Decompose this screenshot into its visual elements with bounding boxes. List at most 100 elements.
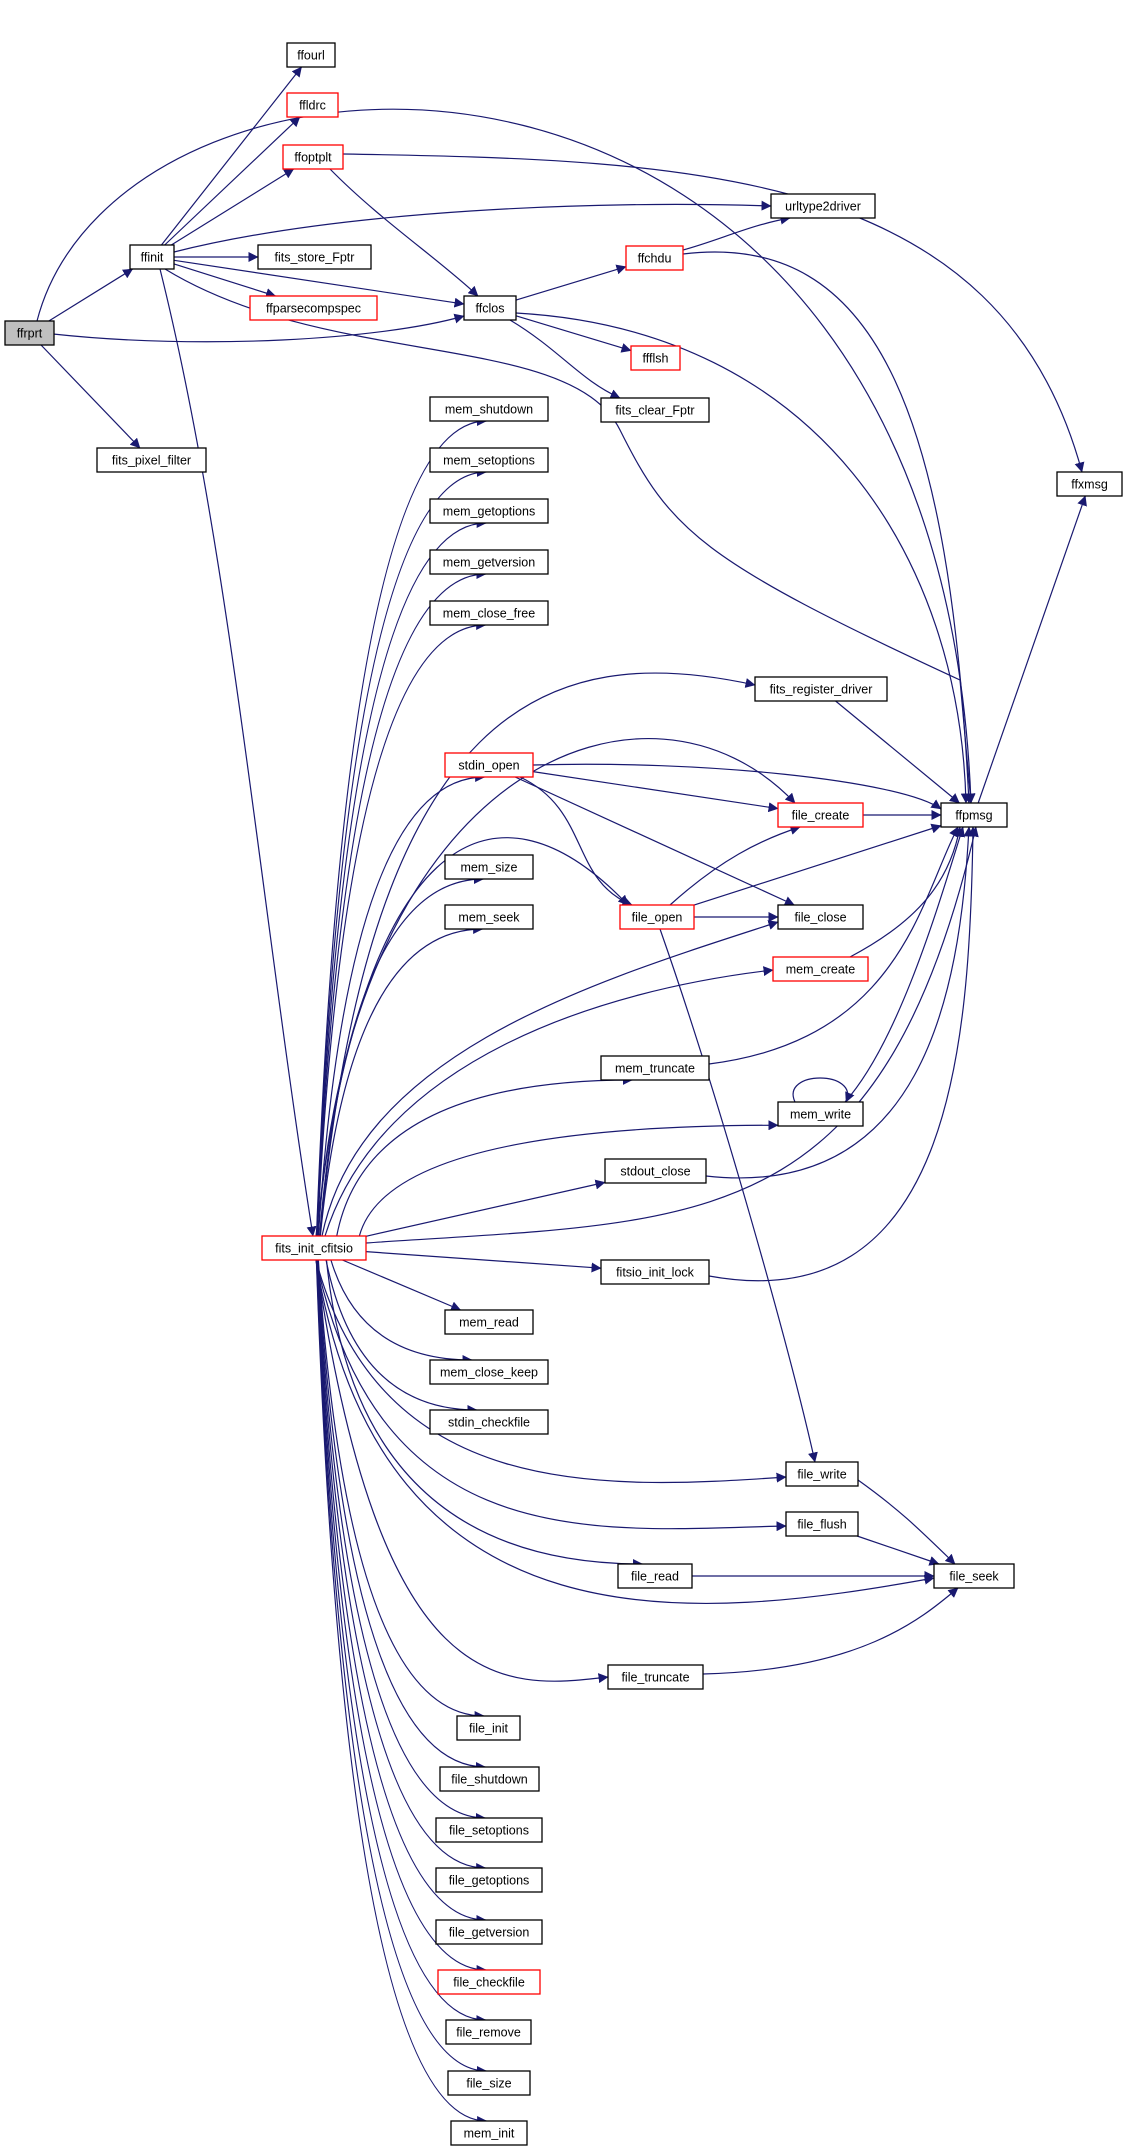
node-box[interactable]	[429, 396, 549, 422]
node-file_create[interactable]: file_create	[777, 802, 864, 828]
node-ffoptplt[interactable]: ffoptplt	[282, 144, 344, 170]
node-fits_register_driver[interactable]: fits_register_driver	[754, 676, 888, 702]
node-file_read[interactable]: file_read	[617, 1563, 693, 1589]
node-box[interactable]	[429, 1359, 549, 1385]
node-box[interactable]	[777, 802, 864, 828]
node-mem_size[interactable]: mem_size	[444, 854, 534, 880]
node-fits_store_Fptr[interactable]: fits_store_Fptr	[257, 244, 372, 270]
node-box[interactable]	[445, 2019, 532, 2045]
node-box[interactable]	[600, 1259, 710, 1285]
node-ffflsh[interactable]: ffflsh	[630, 345, 681, 371]
node-box[interactable]	[286, 42, 336, 68]
node-box[interactable]	[129, 244, 175, 270]
node-box[interactable]	[429, 549, 549, 575]
node-mem_truncate[interactable]: mem_truncate	[600, 1055, 710, 1081]
node-box[interactable]	[754, 676, 888, 702]
node-box[interactable]	[630, 345, 681, 371]
node-stdout_close[interactable]: stdout_close	[604, 1158, 707, 1184]
node-ffldrc[interactable]: ffldrc	[286, 92, 339, 118]
node-file_init[interactable]: file_init	[456, 1715, 521, 1741]
node-box[interactable]	[619, 904, 695, 930]
node-file_remove[interactable]: file_remove	[445, 2019, 532, 2045]
node-file_close[interactable]: file_close	[777, 904, 864, 930]
node-box[interactable]	[286, 92, 339, 118]
node-box[interactable]	[456, 1715, 521, 1741]
node-file_shutdown[interactable]: file_shutdown	[439, 1766, 540, 1792]
node-ffrprt[interactable]: ffrprt	[4, 320, 55, 346]
node-file_write[interactable]: file_write	[785, 1461, 859, 1487]
node-box[interactable]	[429, 600, 549, 626]
node-box[interactable]	[1056, 471, 1123, 497]
node-stdin_open[interactable]: stdin_open	[444, 752, 534, 778]
node-mem_close_free[interactable]: mem_close_free	[429, 600, 549, 626]
node-file_setoptions[interactable]: file_setoptions	[435, 1817, 543, 1843]
node-box[interactable]	[940, 802, 1008, 828]
node-mem_seek[interactable]: mem_seek	[444, 904, 534, 930]
node-ffxmsg[interactable]: ffxmsg	[1056, 471, 1123, 497]
node-ffinit[interactable]: ffinit	[129, 244, 175, 270]
node-box[interactable]	[249, 295, 378, 321]
node-box[interactable]	[444, 854, 534, 880]
node-box[interactable]	[600, 397, 710, 423]
node-fitsio_init_lock[interactable]: fitsio_init_lock	[600, 1259, 710, 1285]
node-box[interactable]	[444, 1309, 534, 1335]
node-mem_create[interactable]: mem_create	[772, 956, 869, 982]
node-fits_clear_Fptr[interactable]: fits_clear_Fptr	[600, 397, 710, 423]
node-box[interactable]	[429, 447, 549, 473]
node-box[interactable]	[450, 2120, 528, 2146]
node-mem_shutdown[interactable]: mem_shutdown	[429, 396, 549, 422]
node-ffparsecompspec[interactable]: ffparsecompspec	[249, 295, 378, 321]
node-box[interactable]	[777, 1101, 864, 1127]
node-ffourl[interactable]: ffourl	[286, 42, 336, 68]
node-file_open[interactable]: file_open	[619, 904, 695, 930]
node-mem_init[interactable]: mem_init	[450, 2120, 528, 2146]
node-mem_read[interactable]: mem_read	[444, 1309, 534, 1335]
node-urltype2driver[interactable]: urltype2driver	[770, 193, 876, 219]
node-box[interactable]	[444, 904, 534, 930]
node-mem_write[interactable]: mem_write	[777, 1101, 864, 1127]
node-box[interactable]	[933, 1563, 1015, 1589]
node-box[interactable]	[435, 1817, 543, 1843]
node-box[interactable]	[777, 904, 864, 930]
node-box[interactable]	[772, 956, 869, 982]
node-box[interactable]	[439, 1766, 540, 1792]
node-box[interactable]	[282, 144, 344, 170]
node-box[interactable]	[435, 1867, 543, 1893]
node-box[interactable]	[607, 1664, 704, 1690]
node-box[interactable]	[261, 1235, 367, 1261]
node-box[interactable]	[785, 1461, 859, 1487]
node-mem_getoptions[interactable]: mem_getoptions	[429, 498, 549, 524]
node-mem_setoptions[interactable]: mem_setoptions	[429, 447, 549, 473]
node-box[interactable]	[429, 498, 549, 524]
node-box[interactable]	[257, 244, 372, 270]
node-box[interactable]	[770, 193, 876, 219]
node-box[interactable]	[604, 1158, 707, 1184]
node-box[interactable]	[429, 1409, 549, 1435]
node-fits_pixel_filter[interactable]: fits_pixel_filter	[96, 447, 207, 473]
node-box[interactable]	[463, 295, 517, 321]
node-box[interactable]	[437, 1969, 541, 1995]
node-file_size[interactable]: file_size	[447, 2070, 531, 2096]
node-box[interactable]	[600, 1055, 710, 1081]
node-box[interactable]	[617, 1563, 693, 1589]
node-box[interactable]	[625, 245, 684, 271]
node-box[interactable]	[785, 1511, 859, 1537]
node-stdin_checkfile[interactable]: stdin_checkfile	[429, 1409, 549, 1435]
node-file_seek[interactable]: file_seek	[933, 1563, 1015, 1589]
node-mem_close_keep[interactable]: mem_close_keep	[429, 1359, 549, 1385]
node-file_checkfile[interactable]: file_checkfile	[437, 1969, 541, 1995]
node-ffclos[interactable]: ffclos	[463, 295, 517, 321]
node-box[interactable]	[447, 2070, 531, 2096]
node-ffpmsg[interactable]: ffpmsg	[940, 802, 1008, 828]
node-box[interactable]	[96, 447, 207, 473]
node-file_flush[interactable]: file_flush	[785, 1511, 859, 1537]
node-ffchdu[interactable]: ffchdu	[625, 245, 684, 271]
node-box[interactable]	[435, 1919, 543, 1945]
node-mem_getversion[interactable]: mem_getversion	[429, 549, 549, 575]
node-file_getoptions[interactable]: file_getoptions	[435, 1867, 543, 1893]
node-fits_init_cfitsio[interactable]: fits_init_cfitsio	[261, 1235, 367, 1261]
node-box[interactable]	[4, 320, 55, 346]
node-box[interactable]	[444, 752, 534, 778]
node-file_truncate[interactable]: file_truncate	[607, 1664, 704, 1690]
node-file_getversion[interactable]: file_getversion	[435, 1919, 543, 1945]
